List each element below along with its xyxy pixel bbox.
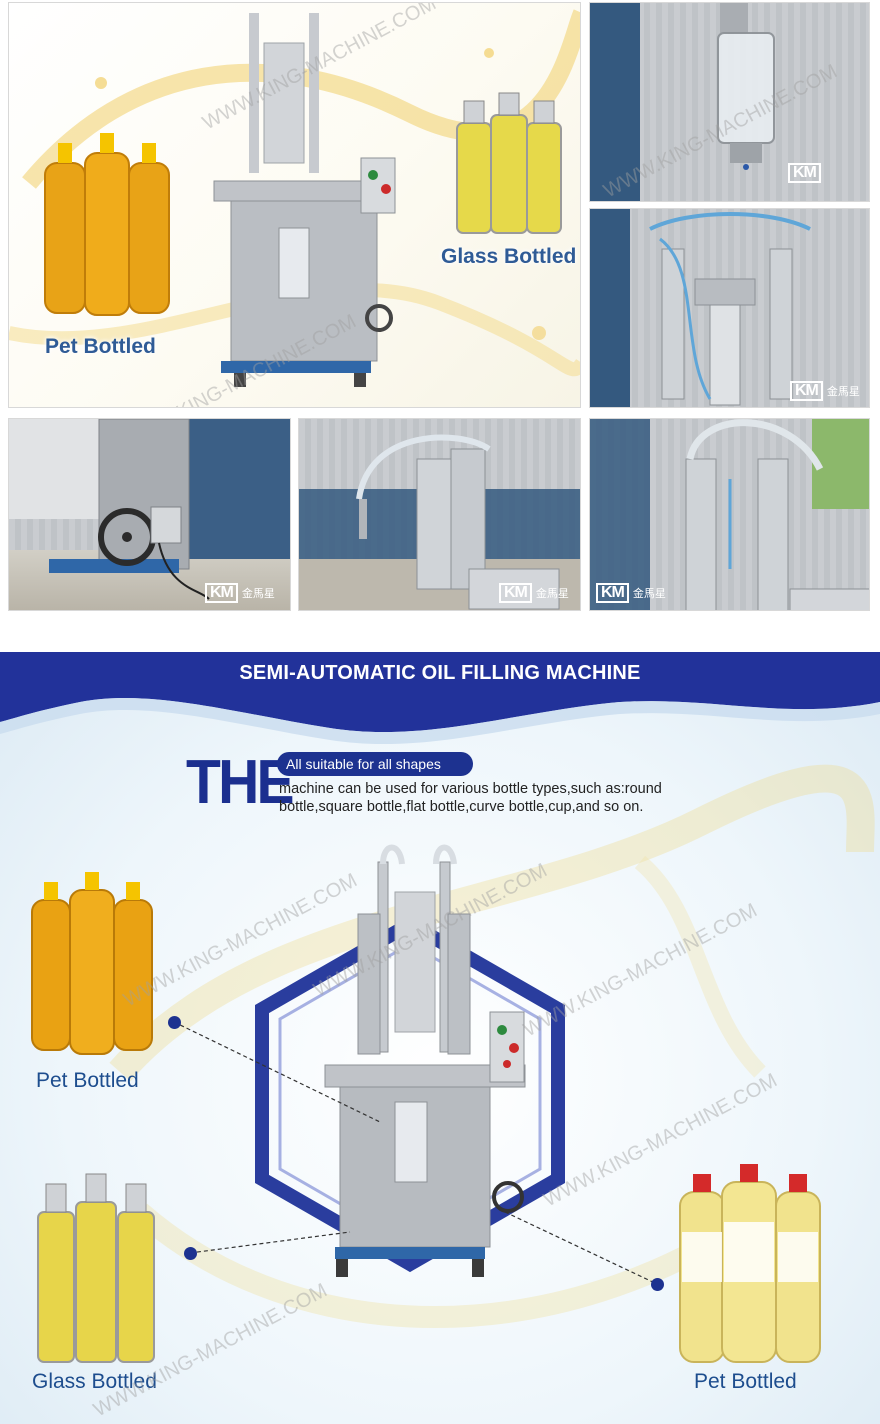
connector-dot (184, 1247, 197, 1260)
pet-bottle-group-left (31, 872, 153, 1055)
brand-logo: KM 金馬星 (596, 583, 666, 603)
nozzle-artwork (299, 434, 580, 610)
brand-logo: KM 金馬星 (790, 381, 860, 401)
glass-bottle-group-left (37, 1173, 155, 1363)
brand-logo: KM 金馬星 (205, 583, 275, 603)
pet-bottled-right-label: Pet Bottled (694, 1370, 797, 1393)
machine-illustration (324, 844, 526, 1277)
photo-tubing-detail: KM 金馬星 (589, 418, 870, 611)
shapes-pill: All suitable for all shapes (277, 752, 473, 776)
feature-section: SEMI-AUTOMATIC OIL FILLING MACHINE (0, 652, 880, 1424)
photo-filling-nozzles: KM 金馬星 (298, 418, 581, 611)
feature-artwork (31, 764, 875, 1363)
title-banner (0, 652, 880, 745)
tubing-artwork (590, 419, 869, 610)
brand-logo: KM (788, 163, 821, 183)
banner-title: SEMI-AUTOMATIC OIL FILLING MACHINE (239, 662, 641, 684)
cylinder-artwork (590, 3, 775, 201)
feature-description: machine can be used for various bottle t… (279, 781, 662, 815)
pet-bottle-group-right (679, 1164, 821, 1363)
pet-bottle-group (44, 133, 170, 316)
photo-piston-assembly: KM 金馬星 (589, 208, 870, 408)
machine-illustration (213, 13, 396, 387)
glass-bottled-left-label: Glass Bottled (32, 1370, 157, 1393)
main-panel-artwork (9, 9, 580, 387)
glass-bottle-group (456, 92, 562, 234)
photo-handwheel: KM 金馬星 (8, 418, 291, 611)
piston-artwork (590, 209, 811, 407)
pet-bottled-label: Pet Bottled (45, 335, 156, 358)
connector-dot (651, 1278, 664, 1291)
handwheel-artwork (9, 419, 290, 600)
hexagon-frame (255, 915, 565, 1273)
pet-bottled-left-label: Pet Bottled (36, 1069, 139, 1092)
brand-logo: KM 金馬星 (499, 583, 569, 603)
photo-cylinder-closeup: KM WWW.KING-MACHINE.COM (589, 2, 870, 202)
connector-dot (168, 1016, 181, 1029)
glass-bottled-label: Glass Bottled (441, 245, 577, 268)
headline-the: THE (186, 748, 295, 817)
main-product-panel: Pet Bottled Glass Bottled WWW.KING-MACHI… (8, 2, 581, 408)
